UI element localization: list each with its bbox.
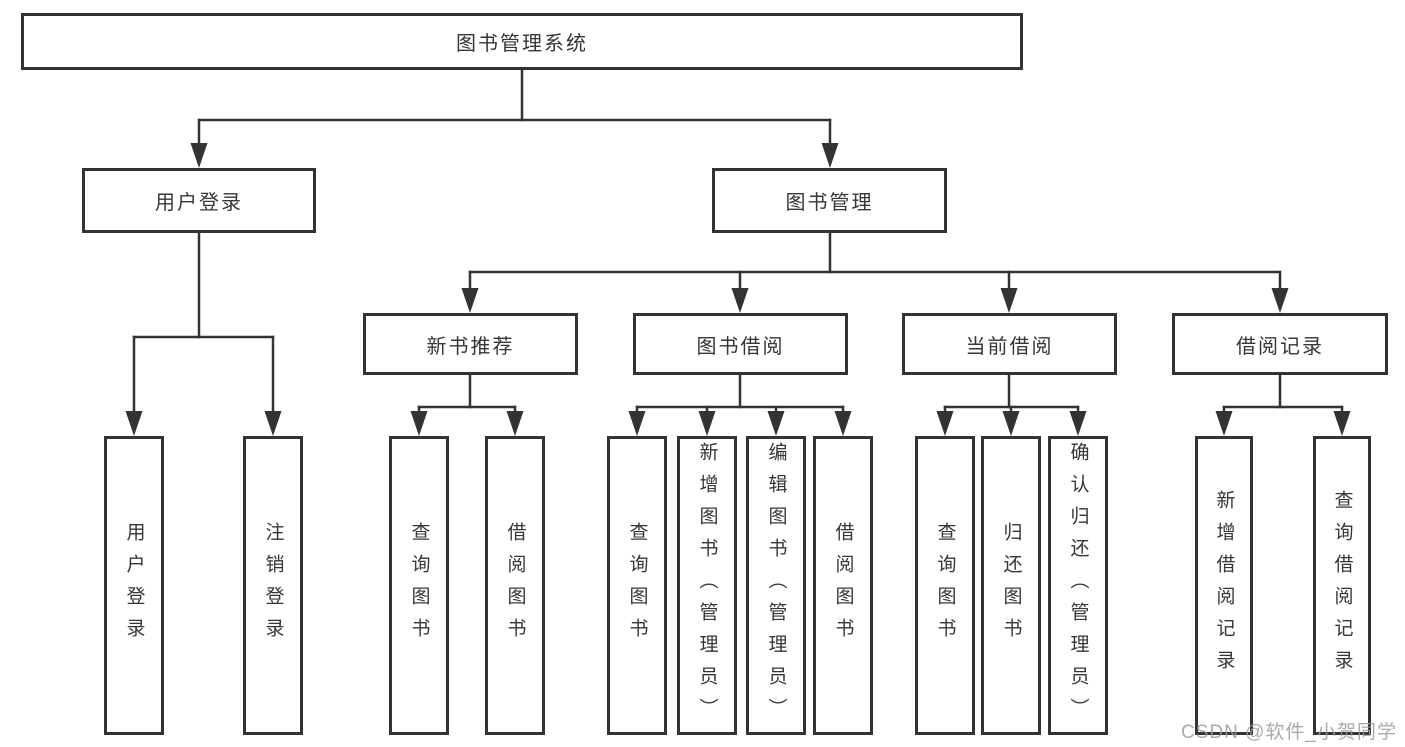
- node-root: 图书管理系统: [21, 13, 1023, 70]
- node-book-borrowing: 图书借阅: [633, 313, 848, 375]
- node-borrowing-records: 借阅记录: [1172, 313, 1388, 375]
- leaf-add-borrow-record: 新增借阅记录: [1195, 436, 1253, 735]
- leaf-borrow-books-1: 借阅图书: [485, 436, 545, 735]
- leaf-return-books: 归还图书: [981, 436, 1041, 735]
- leaf-edit-books-admin: 编辑图书（管理员）: [746, 436, 806, 735]
- leaf-borrow-books-2: 借阅图书: [813, 436, 873, 735]
- leaf-query-books-1: 查询图书: [389, 436, 449, 735]
- leaf-query-books-2: 查询图书: [607, 436, 667, 735]
- node-current-borrowing: 当前借阅: [902, 313, 1117, 375]
- leaf-add-books-admin: 新增图书（管理员）: [677, 436, 737, 735]
- leaf-logout-login: 注销登录: [243, 436, 303, 735]
- leaf-confirm-return-admin: 确认归还（管理员）: [1048, 436, 1108, 735]
- node-new-book-recommend: 新书推荐: [363, 313, 578, 375]
- leaf-user-login: 用户登录: [104, 436, 164, 735]
- leaf-query-books-3: 查询图书: [915, 436, 975, 735]
- node-book-management: 图书管理: [712, 168, 947, 233]
- node-user-login: 用户登录: [82, 168, 316, 233]
- watermark: CSDN @软件_小贺同学: [1181, 722, 1397, 743]
- leaf-query-borrow-record: 查询借阅记录: [1313, 436, 1371, 735]
